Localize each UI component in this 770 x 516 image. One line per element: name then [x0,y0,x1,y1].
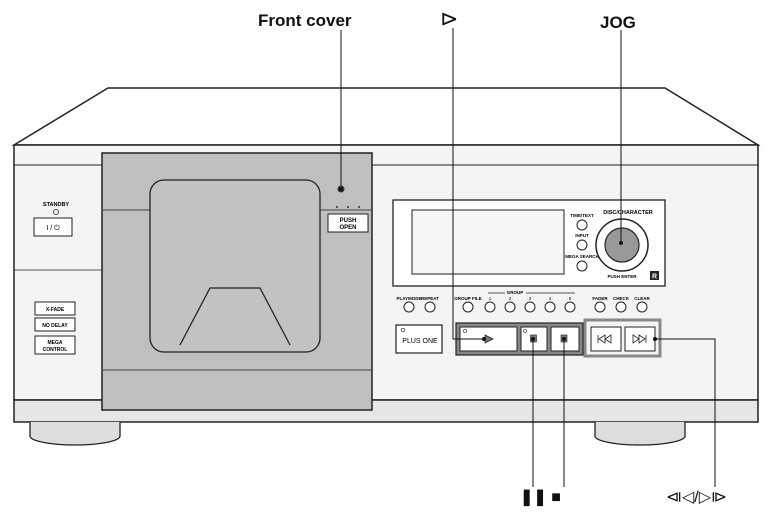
no-delay-button[interactable]: NO DELAY [34,317,76,332]
skip-group-highlight [583,318,662,358]
fader-label: FADER [592,296,608,301]
mega-control-button[interactable]: MEGA CONTROL [34,335,76,355]
svg-text:R: R [652,274,657,281]
input-label: INPUT [575,233,589,238]
time-text-label: TIME/TEXT [570,213,594,218]
fader-button[interactable] [594,301,606,313]
callout-play: ⊳ [440,6,459,31]
callout-jog: JOG [600,13,636,32]
svg-text:4: 4 [549,296,552,301]
svg-text:3: 3 [529,296,532,301]
repeat-button[interactable] [424,301,436,313]
svg-text:2: 2 [509,296,512,301]
power-button[interactable]: I / ⏻ [33,217,73,237]
leader-play [452,28,484,340]
push-enter-label: PUSH ENTER [607,274,637,279]
display-window [411,209,565,275]
skip-back-button[interactable] [590,326,622,352]
plus-one-button[interactable]: PLUS ONE [395,324,443,354]
disc-slot [179,287,291,346]
standby-label: STANDBY [43,202,70,208]
callout-front-cover: Front cover [258,11,352,30]
r-badge [650,271,659,280]
check-label: CHECK [613,296,630,301]
group-3-button[interactable] [524,301,536,313]
control-label: CONTROL [43,347,68,353]
group-2-button[interactable] [504,301,516,313]
push-open-button[interactable]: PUSH OPEN [327,206,369,233]
plus-one-label: PLUS ONE [402,338,438,345]
jog-dial[interactable] [604,227,640,263]
svg-text:1: 1 [489,296,492,301]
clear-label: CLEAR [634,296,650,301]
x-fade-button[interactable]: X-FADE [34,301,76,316]
svg-text:5: 5 [569,296,572,301]
group-1-button[interactable] [484,301,496,313]
callout-skip: ⧏◁/▷⧐ [666,489,728,506]
disc-character-label: DISC/CHARACTER [603,210,653,216]
group-5-button[interactable] [564,301,576,313]
callout-pause-stop: ❚❚ ■ [520,489,561,506]
standby-led [53,209,59,215]
playmode-label: PLAYMODE [396,296,421,301]
playmode-button[interactable] [403,301,415,313]
skip-forward-button[interactable] [624,326,656,352]
mega-label: MEGA [48,340,63,346]
leader-skip [655,338,716,487]
no-delay-label: NO DELAY [42,323,68,329]
group-file-button[interactable] [462,301,474,313]
cover-window [149,179,321,353]
repeat-label: REPEAT [421,296,439,301]
x-fade-label: X-FADE [46,307,65,313]
check-button[interactable] [615,301,627,313]
input-button[interactable] [576,239,588,251]
mega-search-button[interactable] [576,260,588,272]
group-label: GROUP [507,290,524,295]
group-4-button[interactable] [544,301,556,313]
group-file-label: GROUP FILE [454,296,481,301]
mega-search-label: MEGA SEARCH [565,254,599,259]
open-label: OPEN [339,225,356,231]
time-text-button[interactable] [576,219,588,231]
power-icon: I / ⏻ [46,224,60,232]
top-lid [11,87,761,146]
push-label: PUSH [340,218,357,224]
clear-button[interactable] [636,301,648,313]
